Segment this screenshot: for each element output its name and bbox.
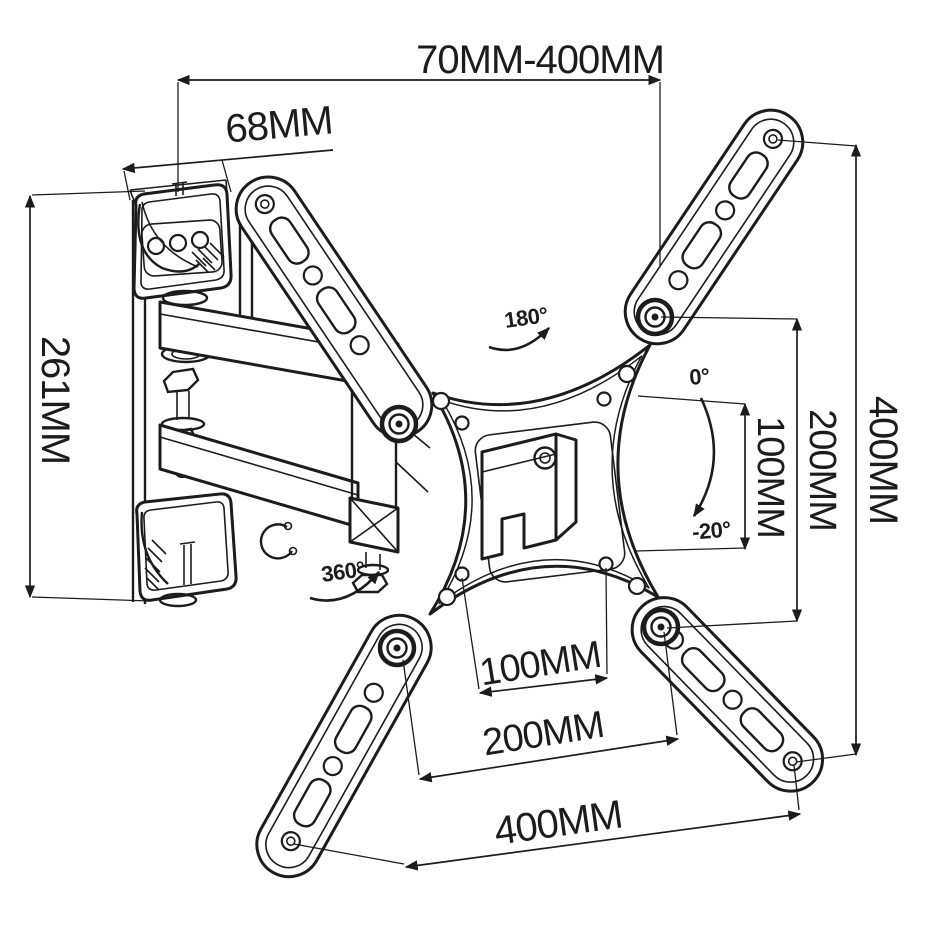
label-vesa-height-200: 200MM (801, 409, 843, 531)
dim-extension-range: 70MM-400MM (176, 38, 665, 266)
label-angle-swivel: 180° (503, 302, 550, 333)
spring-wire (137, 203, 201, 273)
cable-clip (259, 521, 298, 560)
dim-mount-width-max: 400MM (293, 764, 802, 871)
dim-vesa-height-100: 100MM (635, 395, 791, 552)
label-vesa-width-200: 200MM (480, 704, 607, 765)
spring-wire (140, 511, 169, 585)
angle-tilt: 0° -20° (688, 363, 731, 544)
label-extension-range: 70MM-400MM (416, 38, 664, 82)
label-wall-bracket-height: 261MM (33, 336, 77, 464)
arm-upper-left (234, 175, 434, 439)
label-mount-width-max: 400MM (492, 792, 625, 853)
label-vesa-height-100: 100MM (749, 416, 791, 538)
dim-mount-height-max: 400MM (777, 139, 905, 763)
label-angle-tilt-down: -20° (691, 516, 732, 544)
angle-rotation: 360° (309, 556, 380, 602)
wall-assembly (129, 179, 431, 608)
label-vesa-width-100: 100MM (477, 634, 604, 695)
angle-swivel: 180° (488, 302, 550, 352)
label-angle-rotation: 360° (320, 556, 367, 587)
dim-wall-bracket-height: 261MM (24, 190, 151, 602)
swivel-arc (488, 327, 550, 352)
pivot-lower-right (641, 607, 681, 647)
dim-vesa-height-200: 200MM (660, 316, 843, 629)
vesa-plate (428, 343, 660, 616)
lower-wall-bracket (135, 492, 238, 608)
label-mount-height-max: 400MM (861, 396, 905, 524)
dim-wall-bracket-width: 68MM (121, 98, 335, 201)
hatch-marks (191, 242, 225, 273)
pivot-upper-left (379, 404, 419, 444)
connector-block (480, 432, 578, 561)
tilt-arc (692, 397, 716, 518)
label-angle-tilt-up: 0° (688, 363, 710, 390)
dim-vesa-width-100: 100MM (461, 567, 609, 697)
arm-upper-right (623, 108, 805, 346)
rotation-arc (309, 571, 380, 602)
label-wall-bracket-width: 68MM (224, 98, 335, 151)
pivot-lower-left (377, 628, 417, 668)
hatch-marks (144, 539, 167, 591)
upper-wall-bracket (129, 179, 233, 300)
